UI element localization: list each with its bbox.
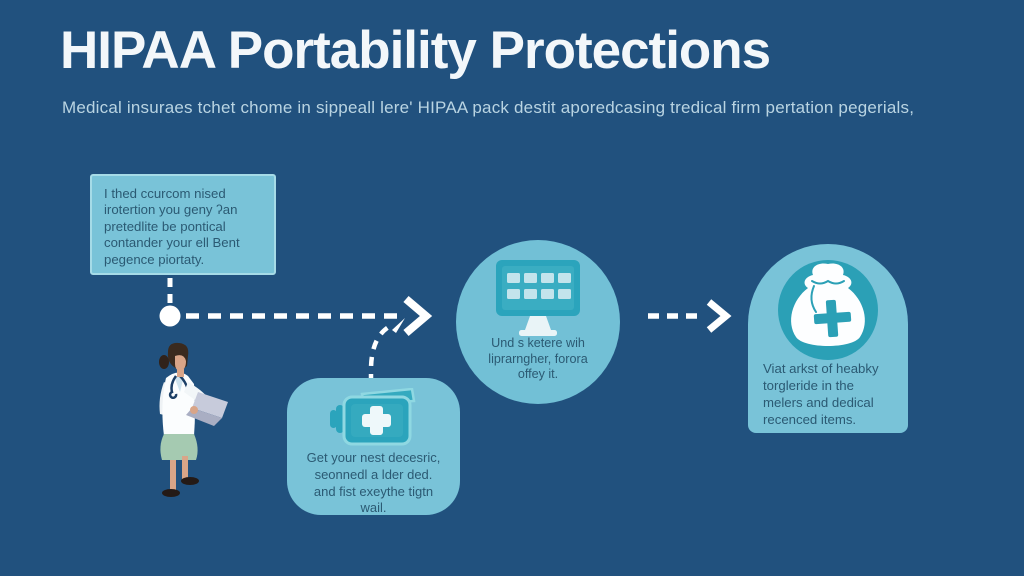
money-bag-icon bbox=[774, 256, 882, 360]
money-box-line: melers and dedical bbox=[763, 395, 874, 410]
aid-box-line: seonnedl a lder ded. bbox=[314, 466, 433, 482]
note-box-line: I thed ccurcom nised bbox=[104, 186, 226, 201]
aid-box-line: Get your nest decesric, bbox=[306, 450, 441, 465]
computer-monitor-icon bbox=[496, 260, 580, 336]
arrow-icon bbox=[706, 299, 732, 333]
note-box-line: contander your ell Bent bbox=[104, 235, 240, 251]
page-title: HIPAA Portability Protections bbox=[60, 21, 771, 80]
aid-box-line: and fist exeythe tigtn bbox=[313, 483, 434, 499]
money-box-line: Viat arkst of heabky bbox=[763, 361, 879, 376]
note-box: I thed ccurcom nised irotertion you geny… bbox=[90, 174, 276, 275]
note-box-line: pegence piortaty. bbox=[104, 251, 205, 267]
circle-step: Und s ketere wih liprarngher, forora off… bbox=[456, 240, 620, 404]
circle-step-text: Und s ketere wih liprarngher, forora off… bbox=[488, 336, 587, 383]
start-dot bbox=[159, 305, 181, 327]
page-subtitle: Medical insuraes tchet chome in sippeall… bbox=[62, 98, 915, 117]
note-box-line: pretedlite be pontical bbox=[104, 218, 226, 234]
money-box-line: torgleride in the bbox=[763, 378, 854, 393]
small-arrow-icon bbox=[392, 318, 405, 333]
aid-box: Get your nest decesric, seonnedl a lder … bbox=[287, 378, 460, 515]
first-aid-kit-icon bbox=[328, 388, 420, 446]
money-box: Viat arkst of heabky torgleride in the m… bbox=[748, 244, 908, 433]
aid-box-line: wail. bbox=[360, 500, 387, 516]
money-box-text: Viat arkst of heabky torgleride in the m… bbox=[763, 360, 899, 428]
arrow-icon bbox=[403, 295, 433, 337]
circle-step-line: liprarngher, forora bbox=[488, 351, 588, 366]
circle-step-line: Und s ketere wih bbox=[491, 336, 585, 350]
aid-box-text: Get your nest decesric, seonnedl a lder … bbox=[307, 450, 441, 517]
note-box-line: irotertion you geny ʔan bbox=[104, 202, 238, 218]
doctor-illustration bbox=[159, 342, 228, 497]
money-box-line: recenced items. bbox=[763, 412, 857, 427]
circle-step-line: offey it. bbox=[517, 367, 559, 381]
